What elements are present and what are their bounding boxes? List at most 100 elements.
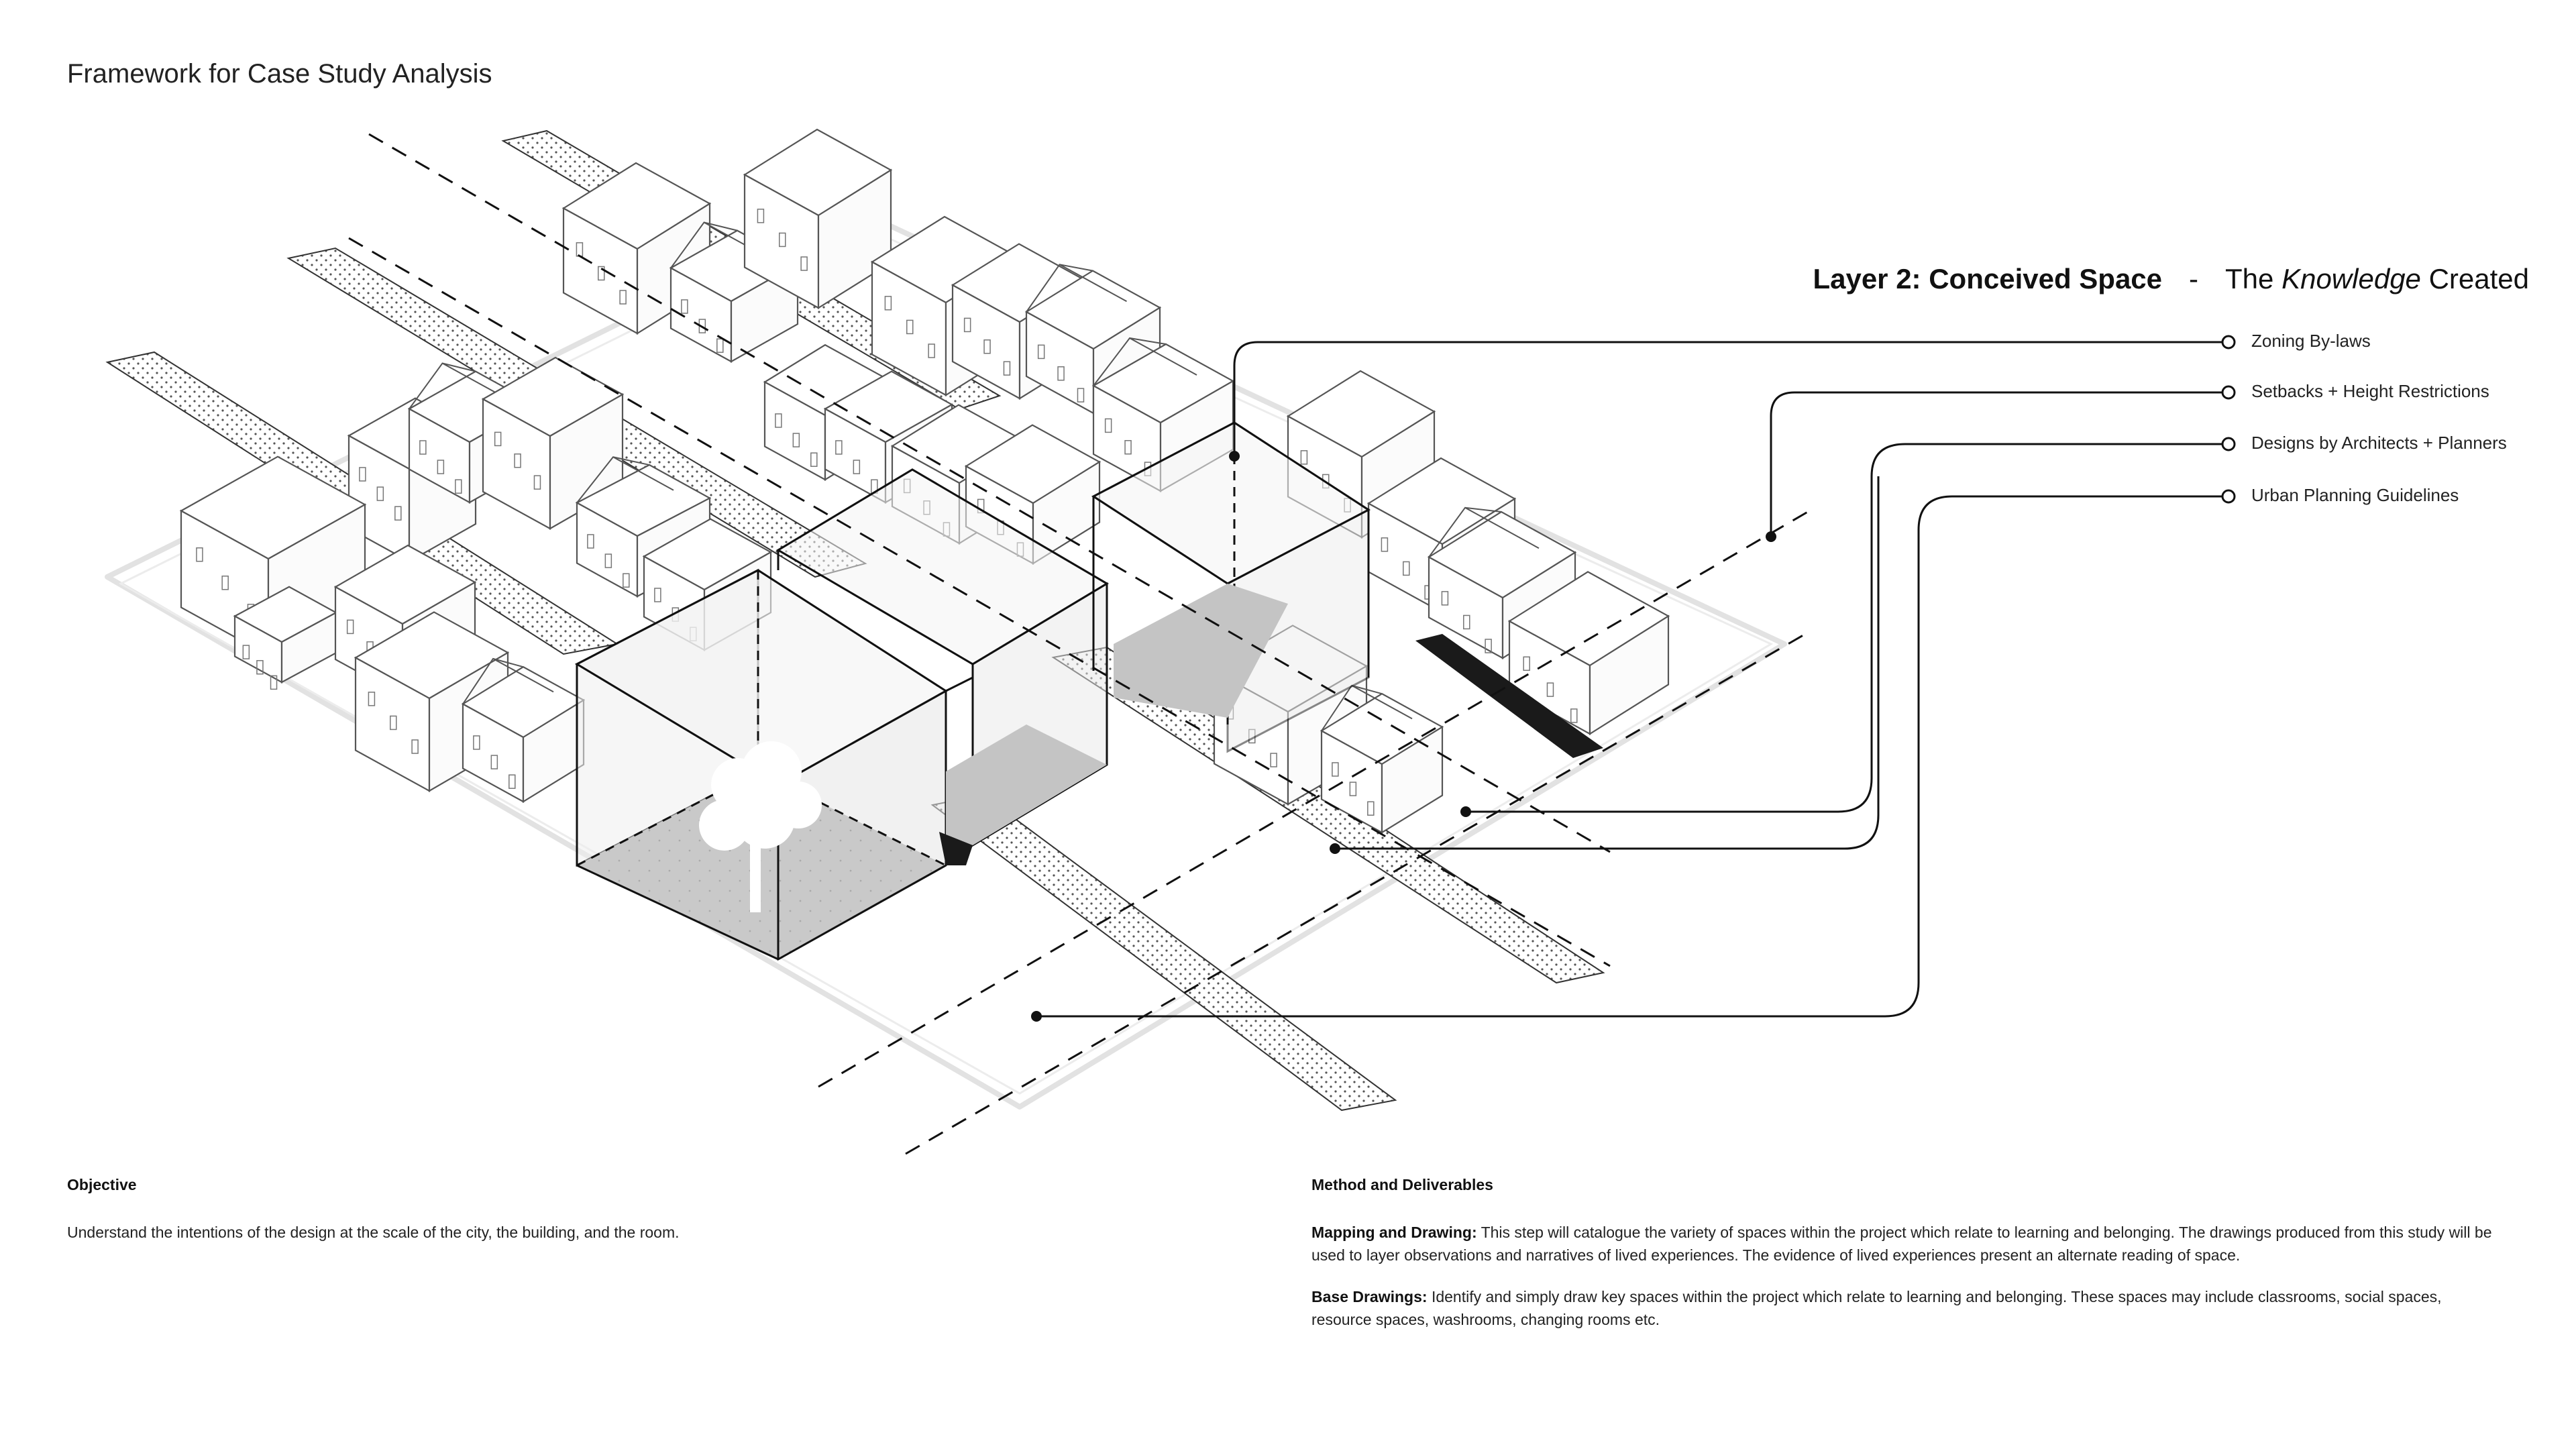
- leader-anchor-dots: [1031, 451, 1776, 1022]
- building-window: [983, 339, 991, 354]
- method-item-label: Mapping and Drawing:: [1311, 1224, 1477, 1241]
- method-item-text: This step will catalogue the variety of …: [1311, 1224, 2492, 1264]
- building-window: [716, 338, 724, 353]
- method-item-text: Identify and simply draw key spaces with…: [1311, 1288, 2442, 1328]
- building-window: [411, 739, 419, 754]
- building-window: [1003, 361, 1011, 376]
- tree-silhouette: [699, 741, 822, 912]
- layer-heading: Layer 2: Conceived Space-The Knowledge C…: [1813, 263, 2529, 295]
- leader-designs: [1466, 443, 2222, 813]
- building-window: [623, 573, 630, 588]
- legend-label: Designs by Architects + Planners: [2251, 433, 2507, 453]
- building-window: [1463, 614, 1470, 630]
- building-window: [1077, 388, 1085, 402]
- legend-ring-2: [2221, 385, 2236, 400]
- building-window: [963, 317, 971, 333]
- layer-name: Layer 2: Conceived Space: [1813, 263, 2163, 294]
- building-wall-right: [1589, 614, 1670, 735]
- building-window: [256, 659, 264, 675]
- building-window: [1441, 591, 1449, 606]
- building-window: [376, 486, 384, 501]
- legend-label: Zoning By-laws: [2251, 331, 2371, 351]
- building-window: [681, 299, 688, 314]
- layer-subtitle-emphasis: Knowledge: [2282, 263, 2421, 294]
- building-window: [775, 413, 782, 428]
- method-heading: Method and Deliverables: [1311, 1176, 1493, 1193]
- leader-guidelines: [1036, 495, 2222, 1018]
- building-window: [346, 619, 354, 635]
- building-window: [810, 452, 818, 467]
- building-window: [654, 588, 661, 602]
- layer-subtitle-prefix: The: [2225, 263, 2274, 294]
- building-window: [490, 755, 498, 769]
- leader-setbacks: [1770, 391, 2222, 537]
- legend-item-setbacks: Setbacks + Height Restrictions: [2251, 381, 2489, 402]
- building-window: [1349, 782, 1357, 796]
- building-window: [598, 266, 605, 281]
- building-window: [473, 735, 480, 750]
- building-window: [1523, 656, 1530, 671]
- building-window: [196, 547, 203, 562]
- building-ridge: [612, 456, 674, 491]
- page-title: Framework for Case Study Analysis: [67, 59, 492, 89]
- layer-subtitle-suffix: Created: [2428, 263, 2529, 294]
- objective-text: Understand the intentions of the design …: [67, 1224, 680, 1241]
- building-window: [1124, 440, 1132, 455]
- legend-ring-markers: [2221, 335, 2236, 504]
- building-window: [853, 460, 861, 474]
- building-window: [1367, 801, 1375, 816]
- dark-lane: [1415, 634, 1603, 758]
- building-window: [394, 506, 402, 521]
- building-window: [368, 692, 376, 706]
- building-window: [587, 534, 594, 549]
- building-wall-right: [1381, 725, 1444, 834]
- volume-c-shadow: [1114, 584, 1288, 718]
- building-window: [619, 290, 627, 305]
- building-window: [1570, 708, 1578, 723]
- leader-zoning: [1233, 341, 2222, 456]
- legend-item-zoning: Zoning By-laws: [2251, 331, 2371, 352]
- building-window: [1485, 639, 1492, 653]
- building-window: [800, 256, 808, 271]
- building-window: [906, 319, 914, 335]
- legend-ring-4: [2221, 489, 2236, 504]
- building-window: [792, 433, 800, 447]
- legend-label: Setbacks + Height Restrictions: [2251, 381, 2489, 401]
- legend-ring-1: [2221, 335, 2236, 349]
- leader-designs-2: [1335, 476, 1880, 850]
- building-window: [242, 645, 250, 659]
- objective-heading: Objective: [67, 1176, 137, 1193]
- method-item-base-drawings: Base Drawings: Identify and simply draw …: [1311, 1285, 2506, 1331]
- legend-label: Urban Planning Guidelines: [2251, 485, 2459, 505]
- building-window: [1403, 561, 1410, 576]
- building-window: [928, 343, 935, 358]
- leader-lines: [1036, 341, 2222, 1018]
- building-ridge: [1129, 337, 1197, 376]
- building-ridge: [1059, 264, 1127, 303]
- building-window: [533, 475, 541, 490]
- method-item-label: Base Drawings:: [1311, 1288, 1428, 1305]
- building-ridge: [492, 657, 554, 693]
- building-window: [419, 440, 427, 455]
- building-window: [359, 467, 366, 482]
- building-window: [1546, 682, 1554, 697]
- layer-separator: -: [2189, 263, 2199, 294]
- building-window: [835, 440, 843, 455]
- building-window: [757, 209, 765, 223]
- building-window: [390, 715, 397, 731]
- building-ridge: [1464, 506, 1540, 549]
- building-window: [779, 232, 786, 248]
- legend-item-designs: Designs by Architects + Planners: [2251, 433, 2507, 453]
- building-window: [494, 431, 502, 447]
- building-window: [1037, 344, 1045, 360]
- legend-item-guidelines: Urban Planning Guidelines: [2251, 485, 2459, 506]
- building-window: [1057, 366, 1065, 381]
- method-item-mapping: Mapping and Drawing: This step will cata…: [1311, 1221, 2506, 1267]
- building-window: [455, 479, 462, 494]
- building-window: [604, 553, 612, 568]
- volume-b-shadow: [946, 724, 1107, 865]
- building-window: [1104, 418, 1112, 433]
- conceived-volumes: [574, 421, 1371, 961]
- building-window: [514, 453, 521, 468]
